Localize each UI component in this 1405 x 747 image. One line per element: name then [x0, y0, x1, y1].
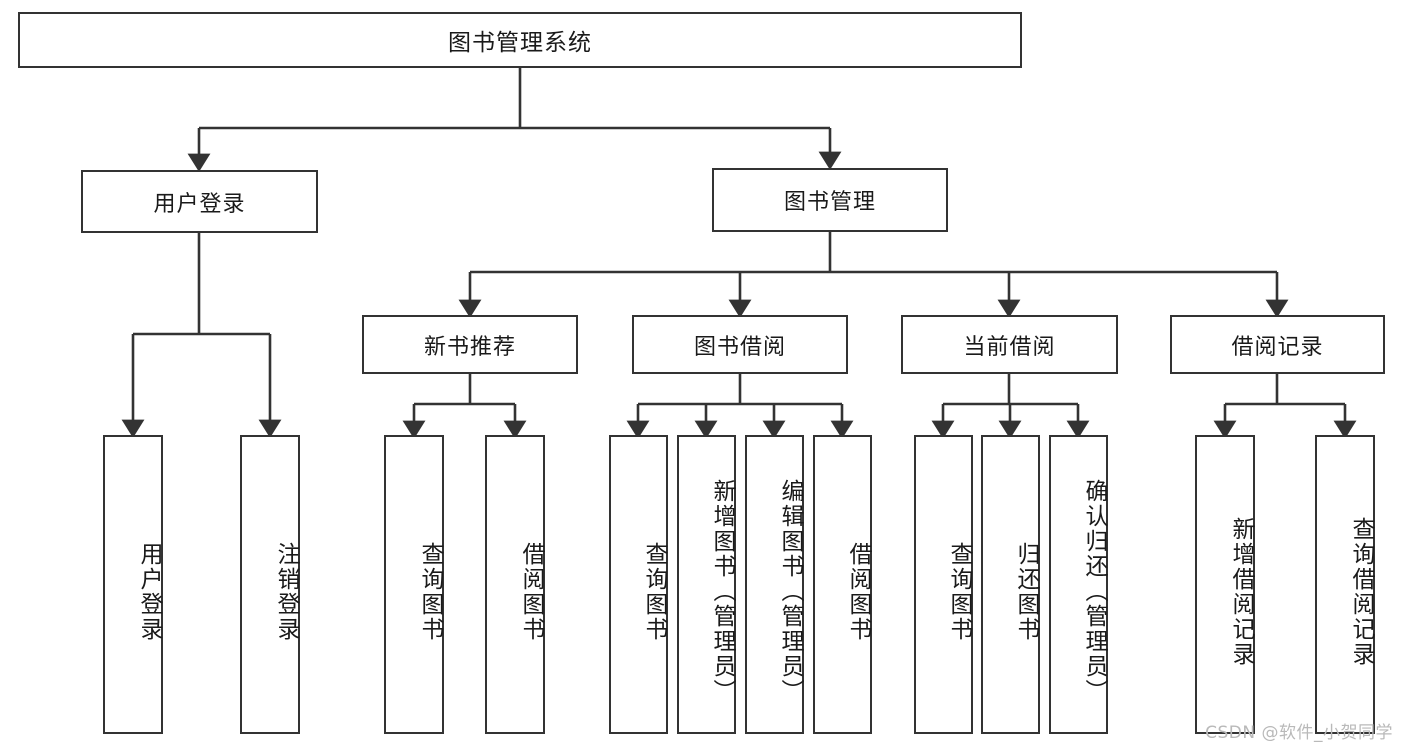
node-leaf-add-borrow-record[interactable]: 新增借阅记录 — [1195, 435, 1255, 734]
node-leaf-edit-book-admin[interactable]: 编辑图书（管理员） — [745, 435, 804, 734]
node-leaf-query-book-recommend[interactable]: 查询图书 — [384, 435, 444, 734]
watermark-credit: CSDN @软件_小贺同学 — [1205, 723, 1393, 743]
node-new-book-recommend[interactable]: 新书推荐 — [362, 315, 578, 374]
node-user-login[interactable]: 用户登录 — [81, 170, 318, 233]
node-leaf-confirm-return-admin[interactable]: 确认归还（管理员） — [1049, 435, 1108, 734]
node-root-system[interactable]: 图书管理系统 — [18, 12, 1022, 68]
node-leaf-query-borrow-record[interactable]: 查询借阅记录 — [1315, 435, 1375, 734]
node-leaf-user-login[interactable]: 用户登录 — [103, 435, 163, 734]
node-leaf-query-book-current[interactable]: 查询图书 — [914, 435, 973, 734]
node-leaf-add-book-admin[interactable]: 新增图书（管理员） — [677, 435, 736, 734]
node-book-manage[interactable]: 图书管理 — [712, 168, 948, 232]
node-leaf-borrow-book-recommend[interactable]: 借阅图书 — [485, 435, 545, 734]
node-current-borrow[interactable]: 当前借阅 — [901, 315, 1118, 374]
node-leaf-borrow-book[interactable]: 借阅图书 — [813, 435, 872, 734]
node-book-borrow[interactable]: 图书借阅 — [632, 315, 848, 374]
node-leaf-query-book-borrow[interactable]: 查询图书 — [609, 435, 668, 734]
node-borrow-record[interactable]: 借阅记录 — [1170, 315, 1385, 374]
node-leaf-logout[interactable]: 注销登录 — [240, 435, 300, 734]
node-leaf-return-book[interactable]: 归还图书 — [981, 435, 1040, 734]
